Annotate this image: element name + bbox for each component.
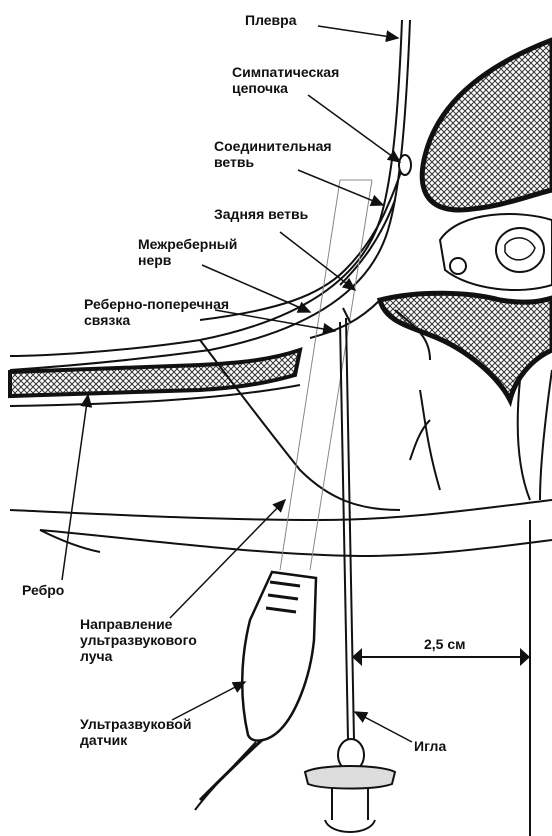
label-us-beam-direction-line3: луча bbox=[80, 648, 197, 664]
label-communicating-branch: Соединительная ветвь bbox=[214, 138, 332, 170]
label-needle: Игла bbox=[414, 738, 446, 754]
label-us-beam-direction: Направление ультразвукового луча bbox=[80, 616, 197, 664]
label-us-beam-direction-line1: Направление bbox=[80, 616, 197, 632]
needle-shaft bbox=[340, 308, 354, 740]
label-posterior-branch: Задняя ветвь bbox=[214, 206, 308, 222]
label-pleura: Плевра bbox=[245, 12, 297, 28]
label-us-probe-line2: датчик bbox=[80, 732, 191, 748]
label-intercostal-nerve: Межреберный нерв bbox=[138, 236, 237, 268]
label-us-beam-direction-line2: ультразвукового bbox=[80, 632, 197, 648]
label-us-probe-line1: Ультразвуковой bbox=[80, 716, 191, 732]
label-sympathetic-chain-line2: цепочка bbox=[232, 80, 339, 96]
label-sympathetic-chain: Симпатическая цепочка bbox=[232, 64, 339, 96]
rib bbox=[10, 350, 300, 406]
label-intercostal-nerve-line1: Межреберный bbox=[138, 236, 237, 252]
vertebral-body bbox=[422, 40, 552, 210]
distance-measure bbox=[352, 520, 530, 836]
label-costotransverse-ligament-line2: связка bbox=[84, 312, 229, 328]
label-communicating-branch-line1: Соединительная bbox=[214, 138, 332, 154]
label-distance: 2,5 см bbox=[424, 636, 466, 652]
label-us-probe: Ультразвуковой датчик bbox=[80, 716, 191, 748]
spinal-cord bbox=[440, 214, 552, 290]
ultrasound-probe bbox=[195, 572, 316, 810]
needle-hub bbox=[305, 739, 395, 832]
label-intercostal-nerve-line2: нерв bbox=[138, 252, 237, 268]
sympathetic-ganglion bbox=[399, 155, 411, 175]
label-communicating-branch-line2: ветвь bbox=[214, 154, 332, 170]
label-costotransverse-ligament-line1: Реберно-поперечная bbox=[84, 296, 229, 312]
transverse-process bbox=[380, 293, 552, 400]
label-costotransverse-ligament: Реберно-поперечная связка bbox=[84, 296, 229, 328]
label-sympathetic-chain-line1: Симпатическая bbox=[232, 64, 339, 80]
spinous-process bbox=[518, 370, 552, 500]
label-rib: Ребро bbox=[22, 582, 64, 598]
